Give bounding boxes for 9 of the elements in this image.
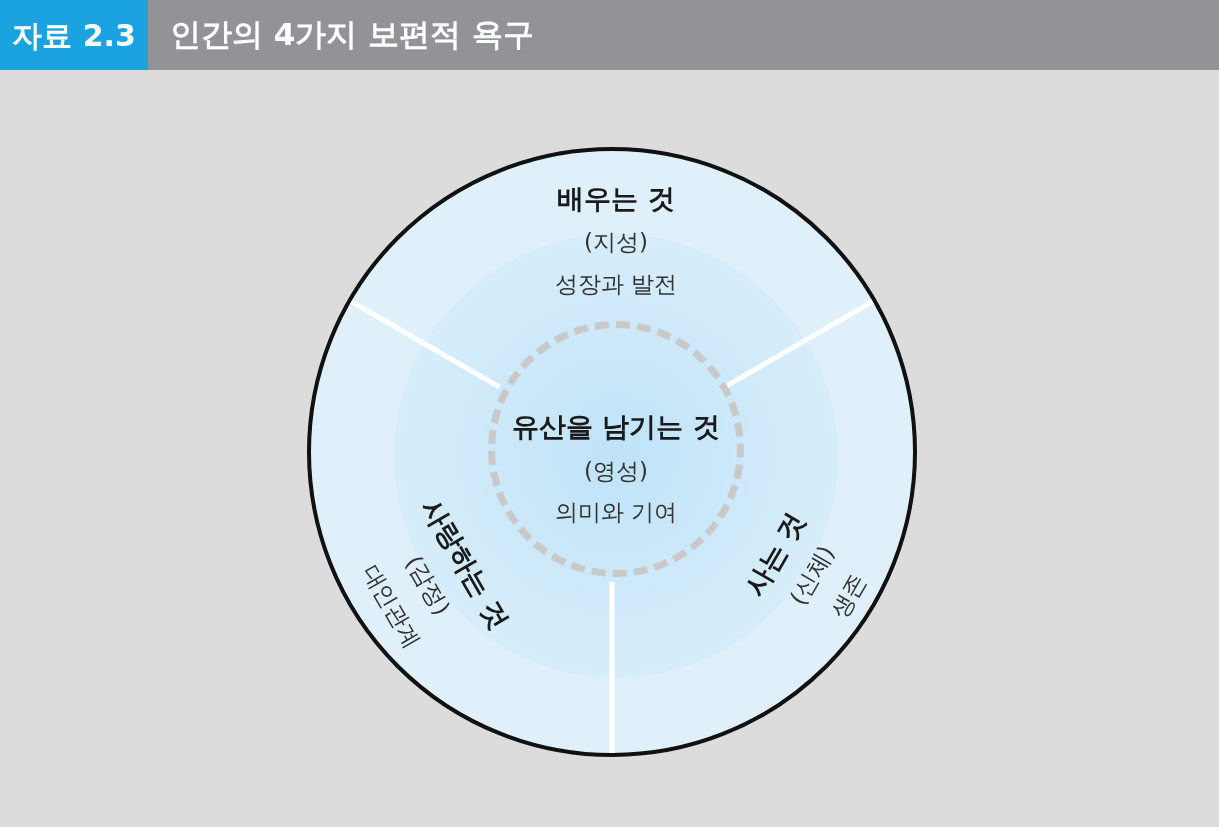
body-text: (지성) (584, 229, 648, 257)
heading-text: 유산을 남기는 것 (512, 411, 720, 444)
body-text: 생존 (825, 569, 873, 624)
title: 인간의 4가지 보편적 욕구 (170, 15, 534, 54)
body-text: 의미와 기여 (554, 499, 678, 527)
body-text: 성장과 발전 (554, 271, 678, 299)
heading-text: 배우는 것 (557, 183, 675, 216)
figure-number-badge: 자료 2.3 (0, 0, 148, 70)
body-text: (영성) (584, 457, 648, 486)
